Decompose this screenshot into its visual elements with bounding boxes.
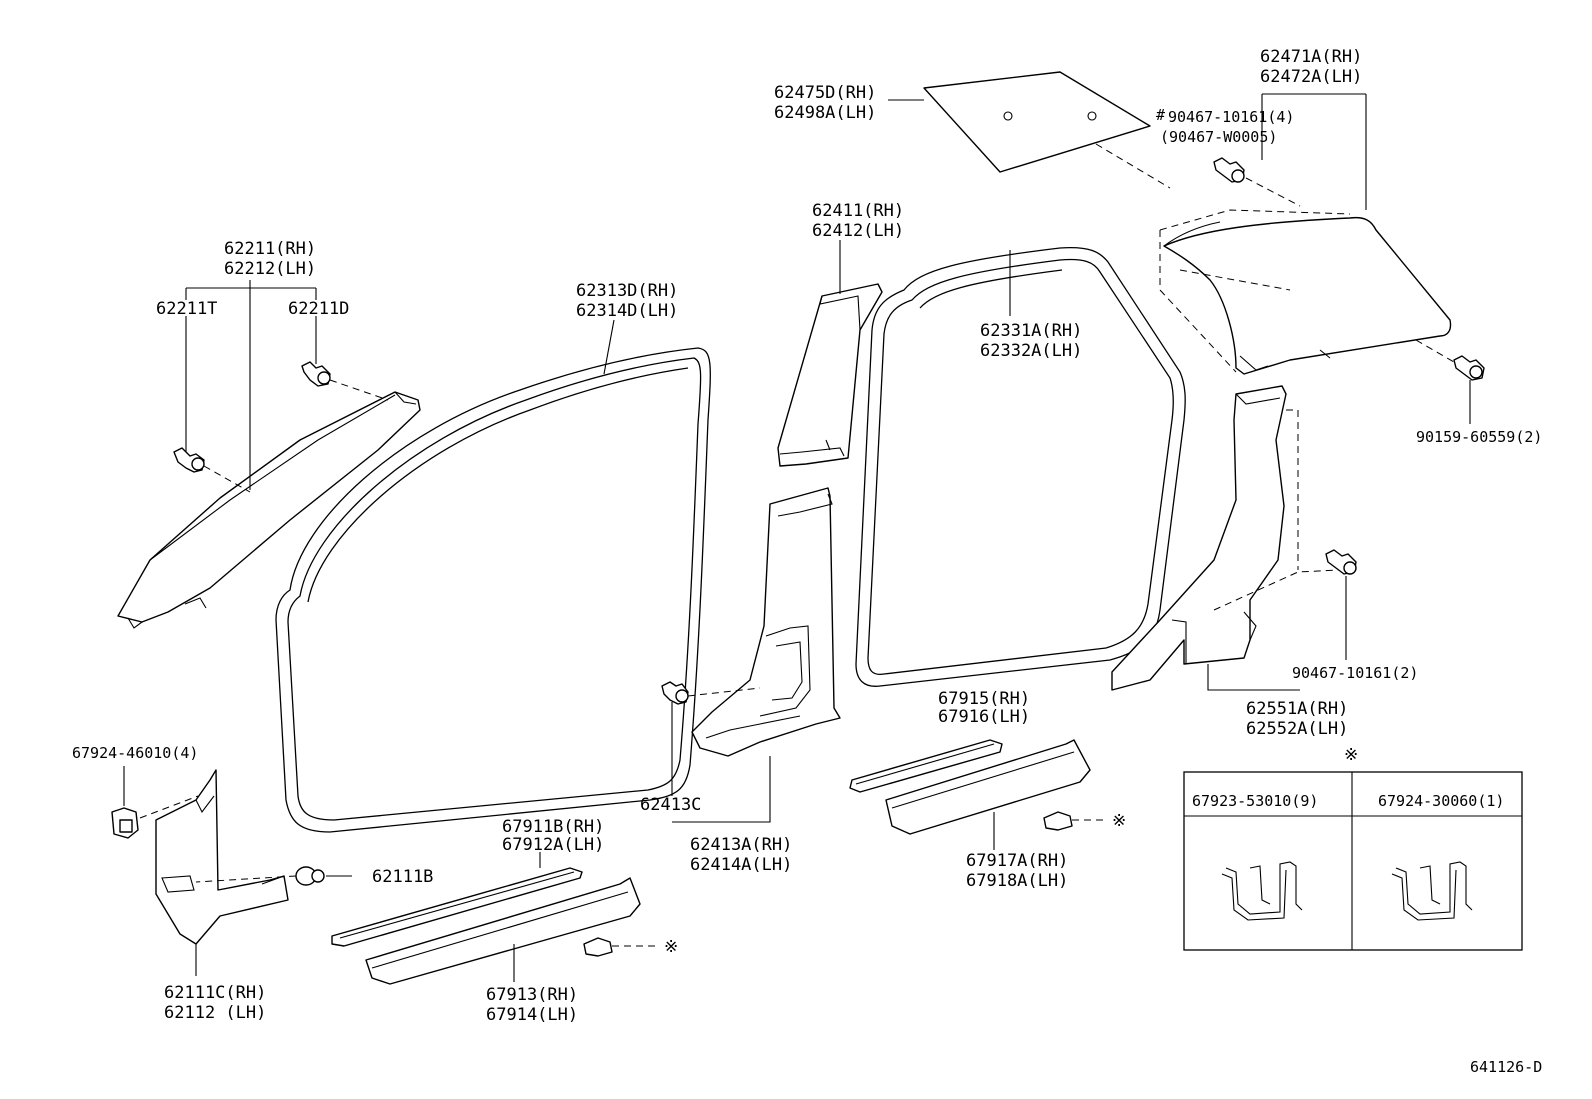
cowl-side-trim	[155, 769, 289, 945]
label-detail-67923: 67923-53010(9)	[1192, 792, 1318, 810]
front-scuff-plate-inner	[365, 877, 641, 985]
label-rear-scuff-rh: 67915(RH)	[938, 689, 1030, 709]
label-roof-trim-lh: 62498A(LH)	[774, 103, 876, 123]
label-quarter-lower-lh: 62552A(LH)	[1246, 719, 1348, 739]
label-clip-90467-10161-4: 90467-10161(4)	[1168, 108, 1294, 126]
label-upper-b-pillar-lh: 62412(LH)	[812, 221, 904, 241]
label-rear-scuff-inner-rh: 67917A(RH)	[966, 851, 1068, 871]
a-pillar-garnish	[117, 391, 421, 629]
rear-weatherstrip	[855, 246, 1186, 687]
clip-90467-top-icon	[1213, 157, 1245, 183]
label-note-mark-rear: ※	[1112, 811, 1126, 831]
front-scuff-plate-outer	[331, 867, 583, 947]
label-detail-67924: 67924-30060(1)	[1378, 792, 1504, 810]
front-scuff-clip-icon	[583, 937, 613, 957]
label-lower-b-pillar-lh: 62414A(LH)	[690, 855, 792, 875]
label-front-weatherstrip-rh: 62313D(RH)	[576, 281, 678, 301]
label-front-scuff-inner-rh: 67913(RH)	[486, 985, 578, 1005]
roof-side-trim	[923, 71, 1151, 173]
label-roof-trim-rh: 62475D(RH)	[774, 83, 876, 103]
label-screw-90159: 90159-60559(2)	[1416, 428, 1542, 446]
label-front-scuff-rh: 67911B(RH)	[502, 817, 604, 837]
label-cowl-rh: 62111C(RH)	[164, 983, 266, 1003]
label-b-clip: 62413C	[640, 795, 701, 815]
label-quarter-upper-rh: 62471A(RH)	[1260, 47, 1362, 67]
quarter-upper-trim	[1163, 216, 1452, 375]
label-drawing-number: 641126-D	[1470, 1058, 1542, 1076]
clip-detail-box	[1183, 771, 1523, 951]
label-rear-scuff-lh: 67916(LH)	[938, 707, 1030, 727]
upper-b-pillar-garnish	[777, 283, 883, 467]
front-weatherstrip	[275, 347, 711, 833]
rear-scuff-plate-outer	[849, 739, 1003, 793]
label-rear-weatherstrip-rh: 62331A(RH)	[980, 321, 1082, 341]
label-quarter-upper-lh: 62472A(LH)	[1260, 67, 1362, 87]
label-clip-62211d: 62211D	[288, 299, 349, 319]
label-clip-90467-mark: #	[1156, 106, 1165, 124]
rear-scuff-clip-icon	[1043, 811, 1073, 831]
lower-b-pillar-garnish	[691, 487, 841, 757]
label-cowl-clip: 62111B	[372, 867, 433, 887]
label-clip-62211t: 62211T	[156, 299, 217, 319]
label-rear-scuff-inner-lh: 67918A(LH)	[966, 871, 1068, 891]
rear-scuff-plate-inner	[885, 739, 1091, 835]
label-lower-b-pillar-rh: 62413A(RH)	[690, 835, 792, 855]
label-front-weatherstrip-lh: 62314D(LH)	[576, 301, 678, 321]
label-clip-67924-46010: 67924-46010(4)	[72, 744, 198, 762]
clip-62111b-icon	[295, 866, 325, 886]
label-a-pillar-rh: 62211(RH)	[224, 239, 316, 259]
label-quarter-lower-rh: 62551A(RH)	[1246, 699, 1348, 719]
clip-67924-icon	[1391, 861, 1473, 921]
label-note-mark-front: ※	[664, 937, 678, 957]
label-note-mark-box: ※	[1344, 745, 1358, 765]
clip-62211d-icon	[301, 361, 331, 387]
label-upper-b-pillar-rh: 62411(RH)	[812, 201, 904, 221]
clip-67924-46010-icon	[111, 807, 139, 839]
label-clip-90467-w0005: (90467-W0005)	[1160, 128, 1277, 146]
clip-90467-lower-icon	[1325, 549, 1357, 575]
clip-62413c-icon	[661, 681, 689, 705]
label-a-pillar-lh: 62212(LH)	[224, 259, 316, 279]
quarter-lower-trim	[1111, 385, 1287, 691]
label-rear-weatherstrip-lh: 62332A(LH)	[980, 341, 1082, 361]
clip-67923-icon	[1221, 861, 1303, 921]
clip-62211t-icon	[173, 447, 205, 473]
label-front-scuff-lh: 67912A(LH)	[502, 835, 604, 855]
label-clip-90467-10161-2: 90467-10161(2)	[1292, 664, 1418, 682]
label-cowl-lh: 62112 (LH)	[164, 1003, 266, 1023]
label-front-scuff-inner-lh: 67914(LH)	[486, 1005, 578, 1025]
screw-90159-icon	[1453, 355, 1485, 381]
